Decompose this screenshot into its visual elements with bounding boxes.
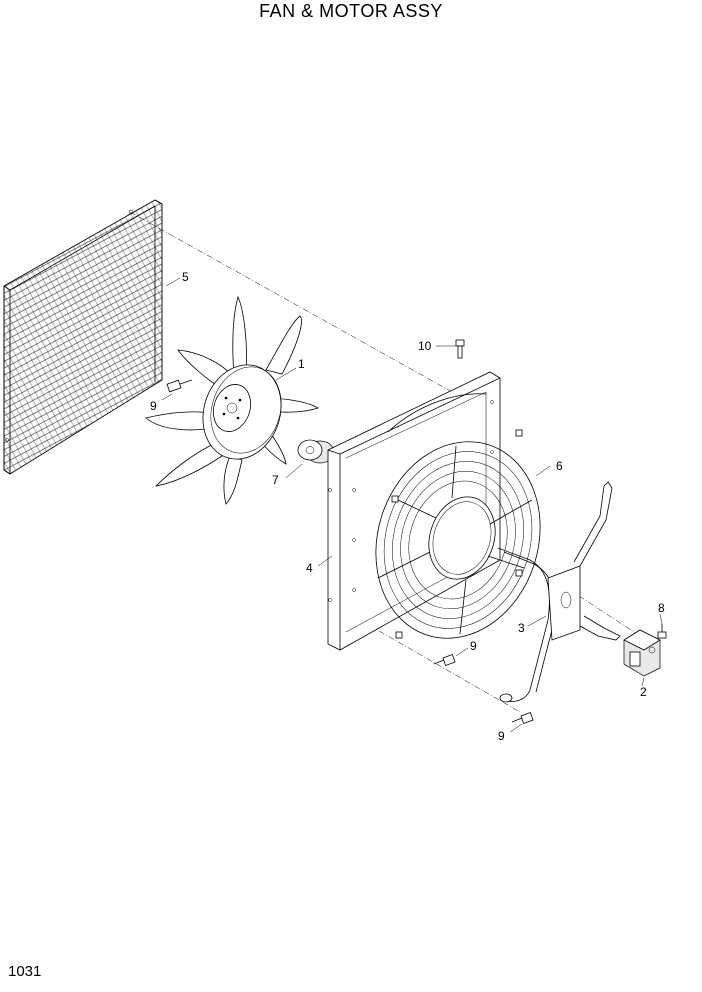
leader-line (455, 647, 469, 657)
callout-5: 5 (182, 270, 189, 284)
leader-line (161, 393, 173, 401)
page-number: 1031 (8, 963, 42, 980)
bolt-top (455, 339, 465, 359)
callout-9-bracket: 9 (498, 729, 505, 743)
assembly-axis-line (129, 211, 471, 403)
leader-line (275, 367, 297, 381)
screen-panel (3, 199, 163, 475)
leader-line (659, 613, 663, 625)
leader-line (535, 465, 551, 477)
bolt-fan (166, 379, 193, 393)
callout-9-shroud: 9 (470, 639, 477, 653)
fan-hub (297, 439, 335, 464)
callout-4: 4 (306, 561, 313, 575)
callout-6: 6 (556, 459, 563, 473)
callout-7: 7 (272, 473, 279, 487)
page-title: FAN & MOTOR ASSY (259, 1, 443, 21)
fan-blades (145, 295, 319, 505)
bolt-bracket (511, 712, 534, 724)
callout-9-fan: 9 (150, 399, 157, 413)
leader-line (317, 555, 333, 567)
motor (623, 629, 661, 677)
callout-2: 2 (640, 685, 647, 699)
leader-line (165, 277, 181, 287)
bolt-motor (657, 624, 667, 639)
callout-1: 1 (298, 357, 305, 371)
assembly-axis-line-motor (569, 589, 641, 637)
leader-line (641, 677, 645, 687)
fan-shroud (327, 371, 501, 651)
leader-line (527, 615, 547, 627)
bolt-shroud (433, 654, 456, 666)
leader-line (285, 463, 303, 479)
fan-guard (375, 429, 541, 639)
callout-10: 10 (418, 339, 432, 353)
assembly-axis-line-lower (359, 619, 521, 713)
callout-8: 8 (658, 601, 665, 615)
motor-bracket (497, 481, 621, 703)
callout-3: 3 (518, 621, 525, 635)
leader-line (509, 723, 523, 733)
